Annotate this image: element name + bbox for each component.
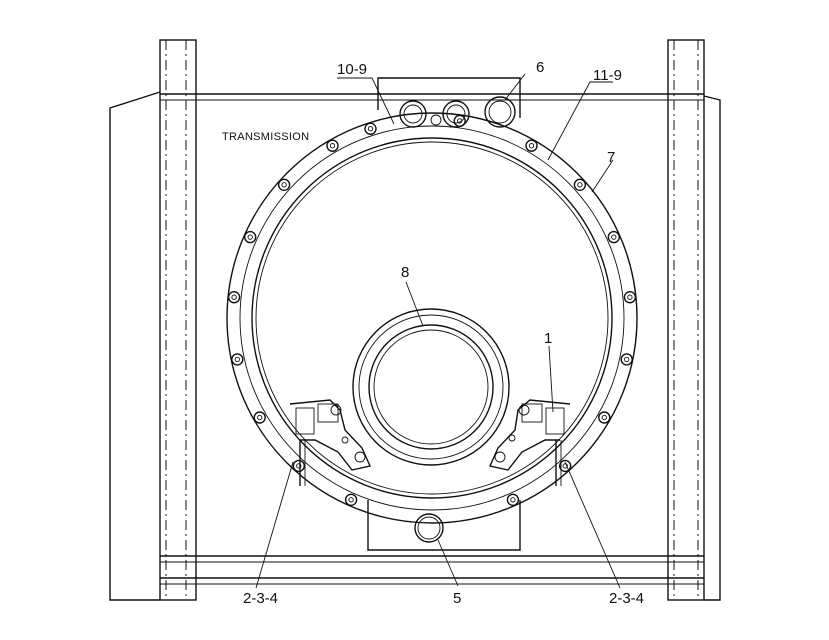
flange-bolt <box>292 459 305 473</box>
callout-1: 1 <box>544 330 552 347</box>
top-port-block <box>377 77 521 128</box>
callout-7: 7 <box>607 149 615 166</box>
center-bore <box>352 308 510 466</box>
flange-bolt-center <box>624 356 630 363</box>
flange-bolt-center <box>577 182 583 188</box>
left-mount-bracket <box>289 399 371 486</box>
flange-bolt-center <box>296 463 302 469</box>
flange-bolt-center <box>367 126 374 132</box>
flange-bolt-center <box>281 182 287 188</box>
flange-bolt <box>277 178 291 192</box>
leader-lines <box>255 73 621 589</box>
callout-6: 6 <box>536 59 544 76</box>
flange-bolt <box>598 411 611 424</box>
left-frame-rail <box>109 39 197 601</box>
flange-bolt-center <box>234 356 240 363</box>
flange-bolt-center <box>329 143 336 149</box>
flange-bolt <box>623 291 637 304</box>
flange-bolt-center <box>528 143 535 149</box>
flange-bolt-center <box>562 463 568 469</box>
cross-members <box>160 93 704 585</box>
flange-bolt <box>364 122 377 135</box>
flange-bolt-center <box>231 294 237 300</box>
right-frame-rail <box>667 39 721 601</box>
housing-flange <box>226 112 638 524</box>
flange-bolt <box>506 493 520 506</box>
callout-8: 8 <box>401 264 409 281</box>
flange-bolt-center <box>601 414 607 421</box>
callout-5: 5 <box>453 590 461 607</box>
flange-bolt <box>227 291 241 304</box>
flange-bolt <box>620 353 633 366</box>
flange-bolt-center <box>247 234 253 240</box>
callout-10-9: 10-9 <box>337 61 367 78</box>
callout-11-9: 11-9 <box>593 67 622 84</box>
flange-bolt-center <box>348 497 354 503</box>
transmission-label: TRANSMISSION <box>222 131 309 143</box>
bottom-mounting-tab <box>367 500 521 551</box>
flange-bolts <box>227 114 637 506</box>
flange-bolt <box>607 230 620 244</box>
callouts: 10-9 6 11-9 7 8 1 2-3-4 2-3-4 5 <box>243 59 644 607</box>
flange-bolt <box>231 353 244 366</box>
flange-bolt-center <box>257 414 263 421</box>
flange-bolt <box>253 411 266 424</box>
flange-bolt <box>559 459 572 473</box>
flange-bolt <box>573 178 587 192</box>
right-mount-bracket <box>489 399 571 486</box>
flange-bolt <box>525 139 538 152</box>
flange-bolt <box>243 230 257 244</box>
flange-bolt <box>453 114 466 128</box>
flange-bolt <box>326 139 339 152</box>
callout-2-3-4-left: 2-3-4 <box>243 590 278 607</box>
flange-bolt-center <box>611 234 617 240</box>
flange-bolt-center <box>457 118 463 124</box>
callout-2-3-4-right: 2-3-4 <box>609 590 644 607</box>
flange-bolt <box>344 493 358 506</box>
flange-bolt-center <box>510 497 516 503</box>
flange-bolt-center <box>627 294 633 300</box>
